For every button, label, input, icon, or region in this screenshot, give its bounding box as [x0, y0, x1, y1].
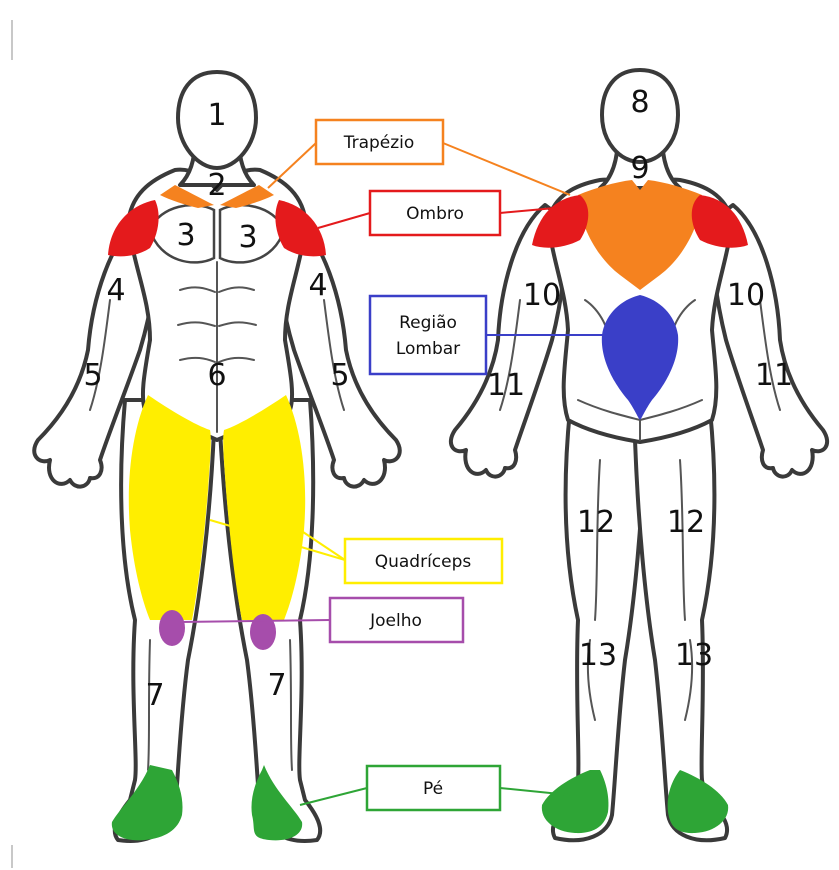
leader-line	[318, 213, 370, 228]
label-text-line1: Região	[399, 313, 457, 333]
number-11-left: 11	[487, 368, 525, 403]
back-ombro-right	[692, 195, 748, 248]
front-pe-left	[112, 765, 183, 840]
number-6: 6	[207, 358, 226, 393]
number-4-left: 4	[106, 273, 125, 308]
number-3-right: 3	[238, 220, 257, 255]
label-text: Pé	[423, 779, 443, 799]
front-joelho-right	[250, 614, 276, 650]
label-text: Ombro	[406, 204, 464, 224]
label-text: Trapézio	[343, 133, 415, 153]
number-10-right: 10	[727, 278, 765, 313]
label-ombro: Ombro	[318, 191, 555, 235]
leader-line	[180, 620, 330, 622]
number-11-right: 11	[755, 358, 793, 393]
back-pe-left	[542, 770, 609, 833]
leader-line	[300, 788, 367, 805]
leader-line	[443, 143, 570, 195]
number-13-left: 13	[579, 638, 617, 673]
label-trapezio: Trapézio	[268, 120, 570, 195]
leader-line	[268, 143, 316, 188]
back-ombro-left	[532, 195, 588, 248]
number-10-left: 10	[523, 278, 561, 313]
label-joelho: Joelho	[180, 598, 463, 642]
label-box	[370, 296, 486, 374]
label-text: Quadríceps	[375, 552, 472, 572]
number-12-left: 12	[577, 505, 615, 540]
number-8: 8	[630, 85, 649, 120]
number-12-right: 12	[667, 505, 705, 540]
number-13-right: 13	[675, 638, 713, 673]
number-5-left: 5	[83, 358, 102, 393]
label-pe: Pé	[300, 766, 570, 810]
number-5-right: 5	[330, 358, 349, 393]
number-2: 2	[207, 168, 226, 203]
number-7-left: 7	[145, 678, 164, 713]
number-3-left: 3	[176, 218, 195, 253]
label-text: Joelho	[369, 611, 422, 631]
number-1: 1	[207, 98, 226, 133]
number-9: 9	[630, 151, 649, 186]
back-pe-right	[668, 770, 729, 833]
number-7-right: 7	[267, 668, 286, 703]
front-joelho-left	[159, 610, 185, 646]
number-4-right: 4	[308, 268, 327, 303]
label-text-line2: Lombar	[396, 339, 460, 359]
